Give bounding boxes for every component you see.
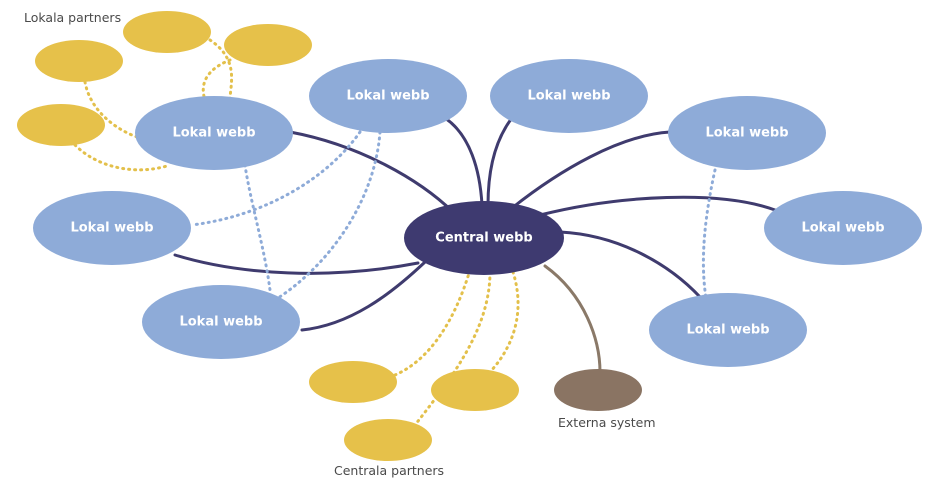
local-web-node: Lokal webb: [309, 59, 467, 133]
local-web-node: Lokal webb: [649, 293, 807, 367]
dotted-link-partner-f: [413, 270, 492, 427]
local-partner-node: [123, 11, 211, 53]
local-web-label: Lokal webb: [172, 126, 255, 141]
dotted-link-partner-e: [393, 268, 472, 377]
local-web-node: Lokal webb: [490, 59, 648, 133]
dotted-link-partner-b: [201, 58, 232, 102]
local-web-node: Lokal webb: [142, 285, 300, 359]
dotted-link-local-2-local-9: [273, 130, 382, 302]
local-partner-node: [17, 104, 105, 146]
local-web-label: Lokal webb: [527, 89, 610, 104]
link-central-to-external: [543, 264, 602, 374]
local-web-node: Lokal webb: [668, 96, 826, 170]
local-web-label: Lokal webb: [346, 89, 429, 104]
central-web-node: Central webb: [404, 201, 564, 275]
local-web-label: Lokal webb: [705, 126, 788, 141]
link-central-to-local-1: [288, 130, 455, 214]
link-central-to-local-6: [558, 230, 702, 299]
local-partner-node: [35, 40, 123, 82]
dotted-link-local-4-local-6: [701, 168, 717, 300]
dotted-link-partner-g: [488, 270, 520, 374]
link-central-to-local-4: [510, 130, 672, 210]
link-central-to-local-5: [538, 195, 777, 217]
local-partners: [17, 11, 312, 146]
dotted-link-partner-c: [83, 80, 142, 140]
local-web-label: Lokal webb: [686, 323, 769, 338]
central-partners-caption: Centrala partners: [334, 463, 444, 478]
link-central-to-local-2: [443, 116, 484, 207]
dotted-link-local-1-local-9: [243, 163, 272, 292]
solid-links: [173, 116, 777, 374]
external-system-node: [554, 369, 642, 411]
link-central-to-local-3: [486, 116, 514, 207]
dotted-link-partner-d: [73, 143, 172, 172]
local-web-label: Lokal webb: [179, 315, 262, 330]
local-web-label: Lokal webb: [70, 221, 153, 236]
local-web-node: Lokal webb: [135, 96, 293, 170]
central-partners: [309, 361, 519, 461]
dotted-link-local-2-local-8: [190, 130, 362, 227]
dotted-partner-links: [73, 38, 520, 427]
external-system-caption: Externa system: [558, 415, 656, 430]
central-partner-node: [344, 419, 432, 461]
local-web-label: Lokal webb: [801, 221, 884, 236]
central-partner-node: [431, 369, 519, 411]
central-partner-node: [309, 361, 397, 403]
local-partner-node: [224, 24, 312, 66]
dotted-local-links: [190, 130, 717, 302]
local-web-node: Lokal webb: [764, 191, 922, 265]
local-web-nodes: Lokal webb Lokal webb Lokal webb Lokal w…: [33, 59, 922, 367]
central-web-label: Central webb: [435, 231, 532, 246]
local-web-node: Lokal webb: [33, 191, 191, 265]
local-partners-caption: Lokala partners: [24, 10, 121, 25]
link-central-to-local-8: [173, 253, 420, 275]
link-central-to-local-7: [300, 260, 427, 332]
